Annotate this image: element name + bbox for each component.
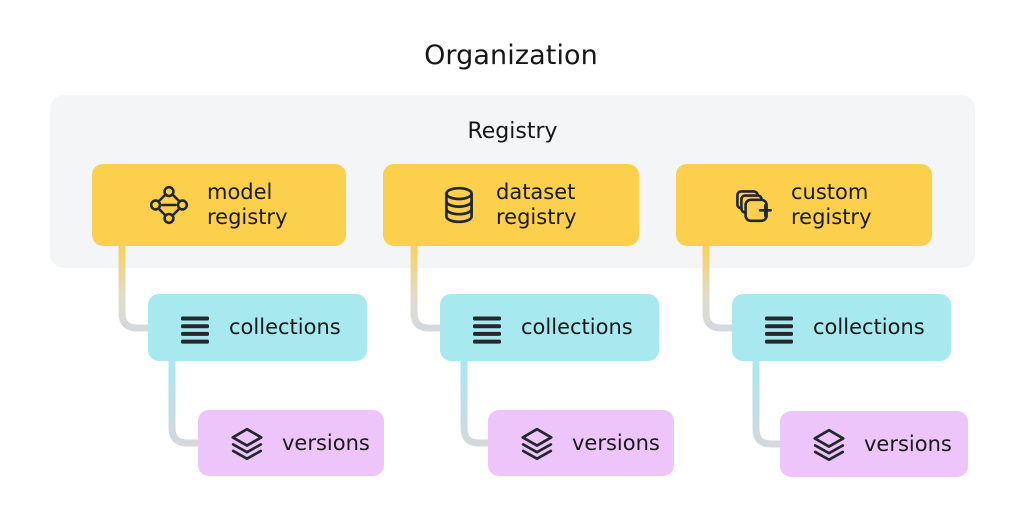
- registry-card-label: custom registry: [791, 180, 872, 229]
- versions-card-label: versions: [282, 430, 370, 455]
- collections-card-2[interactable]: collections: [440, 294, 659, 361]
- collections-card-label: collections: [521, 315, 633, 340]
- registry-panel-title: Registry: [467, 119, 558, 144]
- stacked-squares-plus-icon: [732, 184, 774, 226]
- versions-card-2[interactable]: versions: [488, 410, 674, 476]
- layers-stack-icon: [519, 425, 555, 461]
- versions-card-1[interactable]: versions: [198, 410, 384, 476]
- registry-card-custom[interactable]: custom registry: [676, 164, 932, 246]
- layers-stack-icon: [811, 426, 847, 462]
- versions-card-3[interactable]: versions: [780, 411, 968, 477]
- list-lines-icon: [763, 312, 795, 344]
- registry-card-label: model registry: [207, 180, 288, 229]
- registry-card-dataset[interactable]: dataset registry: [383, 164, 639, 246]
- layers-stack-icon: [229, 425, 265, 461]
- model-graph-icon: [148, 184, 190, 226]
- list-lines-icon: [471, 312, 503, 344]
- versions-card-label: versions: [572, 430, 660, 455]
- database-cylinder-icon: [439, 184, 479, 226]
- versions-card-label: versions: [864, 431, 952, 456]
- list-lines-icon: [179, 312, 211, 344]
- organization-title: Organization: [424, 40, 598, 71]
- collections-card-label: collections: [813, 315, 925, 340]
- registry-card-model[interactable]: model registry: [92, 164, 346, 246]
- collections-card-1[interactable]: collections: [148, 294, 367, 361]
- collections-card-3[interactable]: collections: [732, 294, 951, 361]
- registry-card-label: dataset registry: [496, 180, 577, 229]
- collections-card-label: collections: [229, 315, 341, 340]
